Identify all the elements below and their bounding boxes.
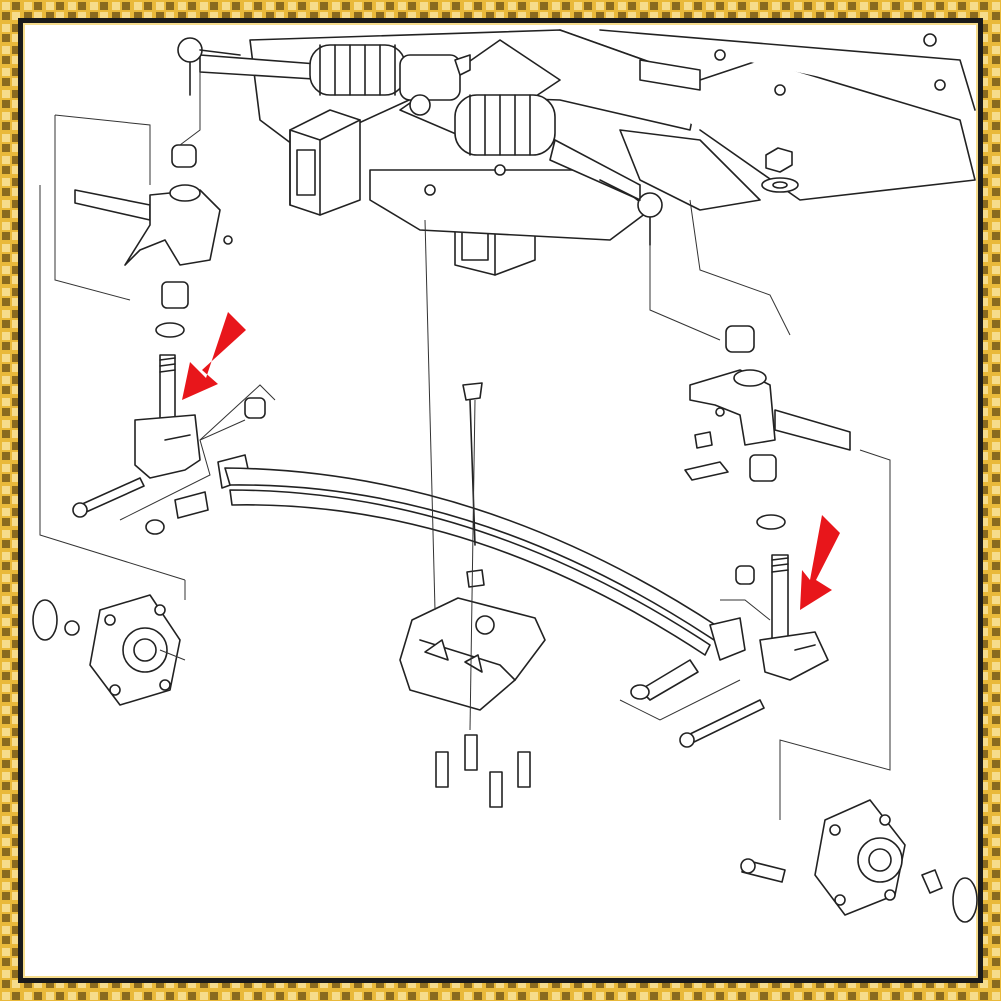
- left-wheel-hub: [32, 594, 181, 706]
- right-tie-rod-end: [599, 179, 663, 246]
- upper-nut: [761, 147, 799, 193]
- left-spindle-assembly: [74, 144, 233, 338]
- leader-lines: [39, 70, 891, 820]
- left-tie-rod-end: [177, 37, 241, 96]
- leaf-spring: [224, 467, 746, 661]
- right-kingpin: [759, 554, 829, 681]
- steering-rack: [199, 44, 641, 201]
- left-kingpin: [134, 354, 201, 479]
- chassis-frame: [249, 29, 976, 276]
- center-axle-bracket: [399, 382, 546, 711]
- right-spindle-arrow: [800, 515, 840, 610]
- bracket-mount-bolts: [435, 734, 531, 808]
- callouts: [182, 312, 840, 610]
- right-spindle-assembly: [684, 325, 851, 530]
- right-wheel-hub: [740, 799, 978, 923]
- left-pivot-bolt: [72, 477, 145, 518]
- left-spindle-arrow: [182, 312, 246, 400]
- right-bushings: [630, 565, 755, 701]
- right-pivot-bolt: [679, 699, 765, 748]
